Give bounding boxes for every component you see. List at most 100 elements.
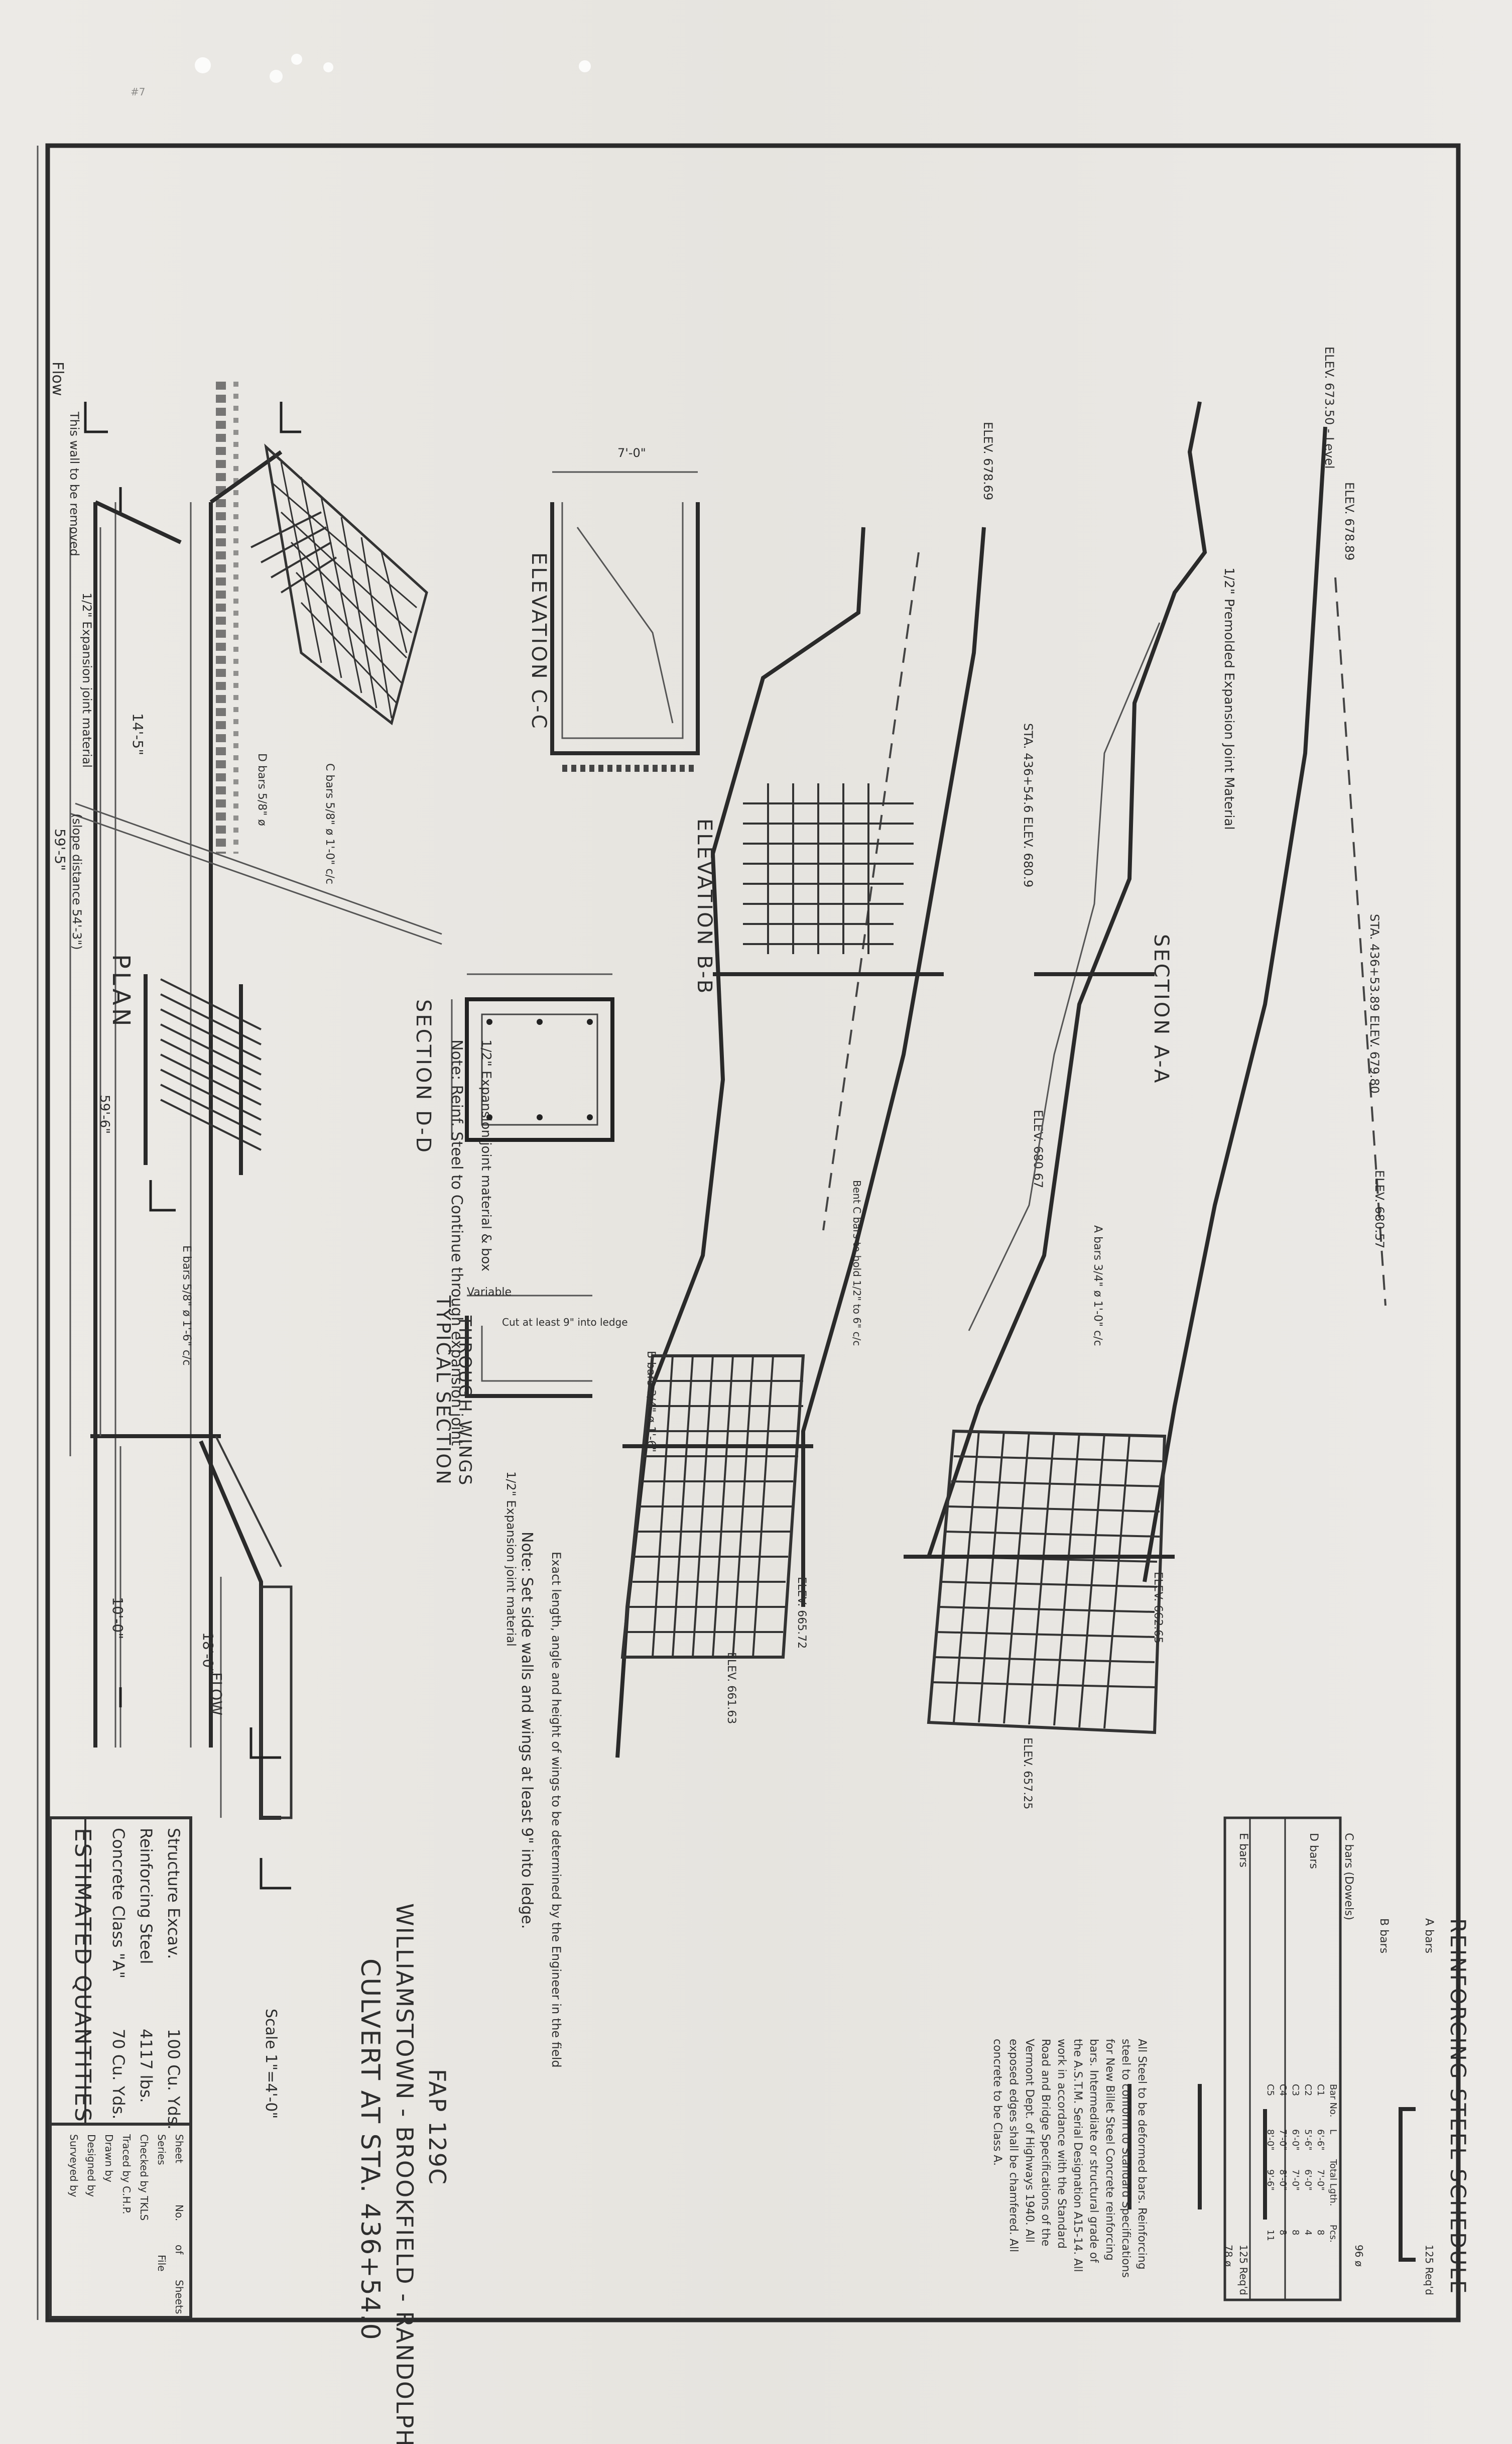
flow-label-2: FLOW <box>207 1672 224 1715</box>
plan-rebar-hatch <box>160 978 262 1151</box>
sched-row-2-bar: C2 <box>1303 2084 1313 2096</box>
plan-view <box>69 382 442 1890</box>
flow-label: Flow <box>49 362 66 396</box>
title-block <box>49 1816 192 2319</box>
exp-joint-box: 1/2" Expansion joint material & box <box>478 1039 493 1271</box>
tb-sheets: Sheets <box>173 2280 185 2314</box>
elev-657-25: ELEV. 657.25 <box>1021 1737 1034 1809</box>
tb-surveyed: Surveyed by <box>68 2134 80 2197</box>
punch-holes <box>195 54 591 83</box>
sched-row-5-l: 8'-0" <box>1265 2129 1276 2151</box>
sched-row-5-bar: C5 <box>1265 2084 1276 2096</box>
title-line-1: CULVERT AT STA. 436+54.0 <box>355 1958 385 2341</box>
tb-file: File <box>156 2255 168 2271</box>
sched-weight-3: 125 Req'd <box>1237 2245 1249 2295</box>
wall-removed-note: This wall to be removed <box>67 411 81 556</box>
variable-label: Variable <box>467 1286 512 1299</box>
dim-18-0: 18'-0" <box>200 1632 216 1674</box>
quantity-excavation: Structure Excav. <box>164 1828 183 1959</box>
e-bars-plan: E bars 5/8" ø 1'-6" c/c <box>180 1245 193 1366</box>
sta-436-53: STA. 436+53.89 ELEV. 679.80 <box>1367 914 1381 1094</box>
sheet-border <box>45 143 1461 2322</box>
quantity-excavation-value: 100 Cu. Yds. <box>164 2029 183 2130</box>
elevation-bb-rebar <box>743 783 914 954</box>
title-line-2: WILLIAMSTOWN - BROOKFIELD - RANDOLPH <box>391 1903 418 2444</box>
tb-drawn: Drawn by <box>103 2134 115 2182</box>
sta-436-54: STA. 436+54.6 ELEV. 680.9 <box>1021 723 1035 887</box>
steel-schedule <box>1127 1816 1416 2301</box>
premolded-note: 1/2" Premolded Expansion Joint Material <box>1221 567 1236 830</box>
wing-rebar-grid <box>250 443 428 726</box>
sched-head-bar: Bar No. <box>1328 2084 1338 2117</box>
sched-row-1-pcs: 8 <box>1315 2230 1326 2235</box>
slope-distance: (slope distance 54'-3") <box>70 813 84 950</box>
wing-angle-note: Exact length, angle and height of wings … <box>549 1552 563 2068</box>
sched-row-2-total: 6'-0" <box>1303 2169 1313 2191</box>
schedule-b-bars: B bars <box>1377 1918 1390 1953</box>
sched-row-1-total: 7'-0" <box>1315 2169 1326 2191</box>
quantities-block: ESTIMATED QUANTITIES <box>70 1828 95 2123</box>
tb-of: of <box>173 2245 185 2255</box>
exp-joint-label: 1/2" Expansion joint material <box>80 593 94 768</box>
sched-row-3-total: 7'-0" <box>1290 2169 1301 2191</box>
d-bars-plan: D bars 5/8" ø <box>256 753 268 826</box>
section-aa-grid <box>927 1429 1167 1734</box>
sched-head-l: L <box>1328 2129 1338 2134</box>
title-line-3: FAP 129C <box>424 2069 451 2185</box>
tb-checked: Checked by TKLS <box>138 2134 150 2221</box>
b-bars-label: B bars 3/4" ø 1'-6" <box>645 1351 657 1452</box>
dim-59-6: 59'-6" <box>97 1095 112 1134</box>
sched-row-4-bar: C4 <box>1278 2084 1288 2096</box>
bent-bars-note: Bent C bars to hold 1/2" to 6" c/c <box>851 1180 863 1346</box>
sched-head-pcs: Pcs. <box>1328 2225 1338 2243</box>
quantity-steel-value: 4117 lbs. <box>137 2029 156 2103</box>
sched-row-5-pcs: 11 <box>1265 2230 1276 2241</box>
ledge-note: Note: Set side walls and wings at least … <box>518 1532 536 1929</box>
section-aa <box>904 401 1387 1734</box>
spec-note: All Steel to be deformed bars. Reinforci… <box>991 2039 1148 2278</box>
section-dd-label: SECTION D-D <box>412 999 435 1154</box>
sched-row-3-bar: C3 <box>1290 2084 1301 2096</box>
tb-series: Series <box>156 2134 168 2165</box>
tb-designed: Designed by <box>85 2134 97 2197</box>
dim-14-5: 14'-5" <box>130 713 146 755</box>
elev-680-57: ELEV. 680.57 <box>1372 1170 1387 1248</box>
elevation-bb <box>615 527 986 1758</box>
section-dd <box>451 973 614 1142</box>
elevation-cc <box>550 471 700 772</box>
schedule-c-bars: C bars (Dowels) <box>1342 1833 1355 1920</box>
quantity-concrete-value: 70 Cu. Yds. <box>109 2029 128 2120</box>
scale-note: Scale 1"=4'-0" <box>262 2009 280 2119</box>
exp-joint-wing: 1/2" Expansion joint material <box>504 1471 518 1647</box>
sched-weight-1: 125 Req'd <box>1423 2245 1435 2295</box>
plan-label: PLAN <box>107 954 135 1029</box>
quantities-heading: ESTIMATED QUANTITIES <box>70 1828 95 2123</box>
reinf-continue-note: Note: Reinf. Steel to Continue through e… <box>448 1039 465 1446</box>
sched-row-4-pcs: 8 <box>1278 2230 1288 2235</box>
sched-row-2-pcs: 4 <box>1303 2230 1313 2235</box>
sched-row-3-l: 6'-0" <box>1290 2129 1301 2151</box>
elev-678-69: ELEV. 678.69 <box>981 422 995 500</box>
elevation-bb-label: ELEVATION B-B <box>693 819 716 995</box>
elev-673-50: ELEV. 673.50 - Level <box>1322 346 1336 469</box>
section-aa-label: SECTION A-A <box>1150 934 1173 1085</box>
a-bars-label: A bars 3/4" ø 1'-0" c/c <box>1091 1225 1104 1346</box>
tb-sheet: Sheet <box>173 2134 185 2163</box>
sched-row-4-l: 7'-0" <box>1278 2129 1288 2151</box>
corner-mark: #7 <box>131 86 145 98</box>
elev-678-89: ELEV. 678.89 <box>1342 482 1356 560</box>
elev-662-65: ELEV. 662.65 <box>1152 1572 1164 1644</box>
sched-row-2-l: 5'-6" <box>1303 2129 1313 2151</box>
schedule-d-bars: D bars <box>1307 1833 1320 1869</box>
cut-ledge-label: Cut at least 9" into ledge <box>502 1316 628 1328</box>
elevation-bb-grid <box>620 1354 805 1659</box>
sched-row-3-pcs: 8 <box>1290 2230 1301 2235</box>
elev-665-72: ELEV. 665.72 <box>795 1577 808 1649</box>
sched-row-4-total: 8'-0" <box>1278 2169 1288 2191</box>
c-bars-plan: C bars 5/8" ø 1'-0" c/c <box>323 763 336 884</box>
schedule-a-bars: A bars <box>1423 1918 1435 1953</box>
typical-section-label: TYPICAL SECTION <box>432 1295 454 1486</box>
quantity-steel: Reinforcing Steel <box>137 1828 156 1964</box>
sched-weight-2: 96 ø <box>1353 2245 1365 2267</box>
